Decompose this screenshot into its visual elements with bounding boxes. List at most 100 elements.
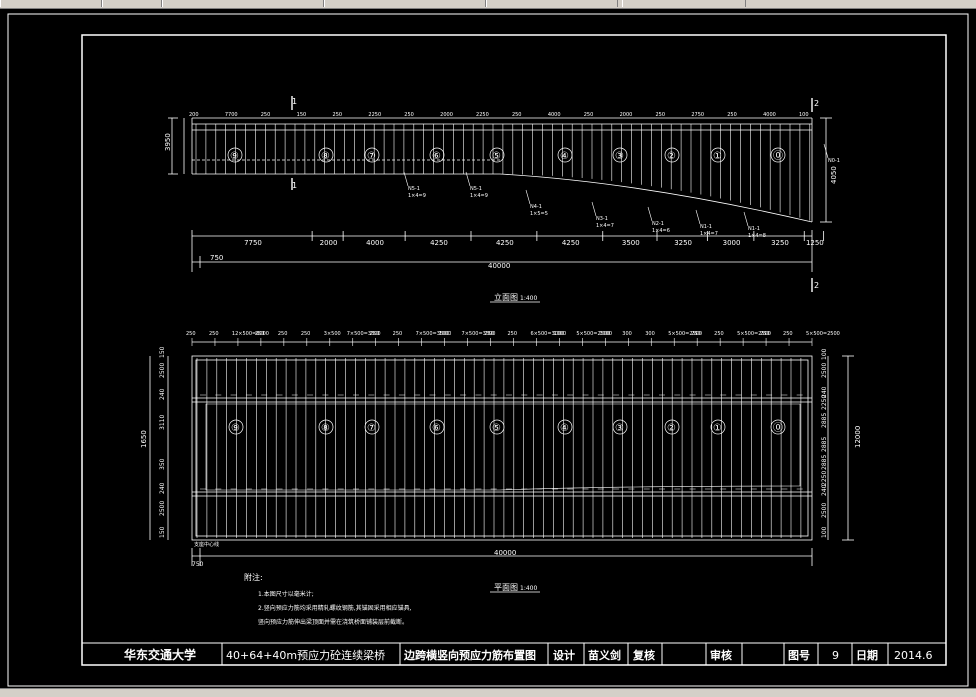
section-marker: [664, 147, 680, 163]
elevation-bottom-dim: 4250: [430, 239, 448, 247]
elevation-top-dim: 250: [727, 112, 737, 118]
tendon-tag-count: 1×4=7: [700, 231, 718, 237]
elevation-section-label: ⑧: [321, 151, 330, 162]
leader-line: [403, 171, 409, 187]
plan-right-dim: 240: [821, 484, 828, 496]
plan-section-label: ①: [713, 423, 722, 434]
elevation-view: [168, 96, 832, 303]
note-line: 2.竖向预应力筋均采用精轧螺纹钢筋,其锚固采用相应锚具,: [258, 604, 412, 612]
plan-top-dim: 250: [783, 331, 793, 337]
application-bottom-strip: [0, 688, 976, 697]
elevation-bottom-dim: 3250: [771, 239, 789, 247]
plan-section-marker: [664, 419, 680, 435]
plan-top-dim: 1000: [553, 331, 566, 337]
plan-top-dim: 250: [370, 331, 380, 337]
elevation-section-label: ⑦: [367, 151, 376, 162]
toolbar-segment[interactable]: [102, 0, 162, 7]
plan-top-dim: 1000: [599, 331, 612, 337]
elevation-bottom-dim: 4250: [496, 239, 514, 247]
plan-right-dim: 2885: [821, 413, 828, 428]
plan-top-dim: 250: [393, 331, 403, 337]
elevation-top-dim: 250: [333, 112, 343, 118]
plan-top-dim: 1000: [439, 331, 452, 337]
plan-section-marker: [228, 419, 244, 435]
plan-section-label: ⑥: [432, 423, 441, 434]
plan-left-dim: 150: [159, 526, 166, 538]
title-number: 9: [832, 649, 839, 662]
tendon-tag-count: 1×4=9: [470, 193, 488, 199]
elevation-height-right: 4050: [830, 166, 838, 184]
title-designer: 苗义剑: [588, 648, 621, 662]
plan-right-dim: 2885: [821, 455, 828, 470]
section-marker: [429, 147, 445, 163]
elevation-top-dim: 200: [189, 112, 199, 118]
tendon-tag-name: N5-1: [408, 186, 420, 192]
plan-top-dim: 5×500=2500: [576, 331, 610, 337]
plan-top-dim: 250: [507, 331, 517, 337]
elevation-section-label: ①: [713, 151, 722, 162]
tendon-tag-name: N3-1: [596, 216, 608, 222]
elevation-section-label: ④: [560, 151, 569, 162]
title-date: 2014.6: [894, 649, 933, 662]
section-cut-label: 1: [292, 181, 297, 190]
plan-section-label: ⑧: [321, 423, 330, 434]
drawing-outer-border: [7, 13, 969, 687]
section-marker: [318, 147, 334, 163]
leader-line: [743, 211, 749, 227]
plan-offset-dim: 750: [192, 561, 204, 568]
elevation-top-dim: 250: [261, 112, 271, 118]
application-top-strip: [0, 0, 976, 9]
plan-section-label: ③: [615, 423, 624, 434]
toolbar-segment[interactable]: [486, 0, 618, 7]
tendon-tag-name: N1-1: [748, 226, 760, 232]
plan-top-dim: 250: [691, 331, 701, 337]
plan-section-label: ④: [560, 423, 569, 434]
section-marker: [612, 147, 628, 163]
title-drawing-name: 边跨横竖向预应力筋布置图: [403, 648, 536, 662]
elevation-title: 立面图: [494, 292, 518, 302]
plan-title: 平面图: [494, 583, 518, 592]
elevation-bottom-dim: 1250: [806, 239, 824, 247]
elevation-top-dim: 250: [404, 112, 414, 118]
plan-top-dim: 5×500=2500: [737, 331, 771, 337]
plan-section-marker: [612, 419, 628, 435]
plan-right-dim: 2500: [821, 503, 828, 518]
elevation-bottom-dim: 7750: [244, 239, 262, 247]
plan-left-dim: 3110: [159, 415, 166, 430]
tendon-tag-name: N4-1: [530, 204, 542, 210]
elevation-bottom-dim: 3250: [674, 239, 692, 247]
elevation-section-label: ⑤: [492, 151, 501, 162]
elevation-height-left: 3950: [164, 133, 172, 151]
elevation-bottom-dim: 2000: [320, 239, 338, 247]
title-review-label: 复核: [632, 648, 655, 662]
plan-right-dim: 2250: [821, 471, 828, 486]
section-marker: [710, 147, 726, 163]
plan-top-dim: 300: [622, 331, 632, 337]
elevation-top-dim: 2250: [368, 112, 381, 118]
elevation-section-label: ⑨: [230, 151, 239, 162]
title-block: [81, 642, 947, 666]
toolbar-segment[interactable]: [162, 0, 324, 7]
section-cut-label: 2: [814, 99, 819, 108]
drawing-frame: [81, 34, 947, 666]
leader-line: [823, 143, 829, 159]
toolbar-segment[interactable]: [0, 0, 102, 7]
plan-top-dim: 3×500: [324, 331, 341, 337]
plan-section-marker: [364, 419, 380, 435]
elevation-section-label: ②: [667, 151, 676, 162]
note-line: 竖向预应力筋伸出梁顶面并需在浇筑桥面铺装层前截断。: [258, 618, 408, 626]
elevation-top-dim: 250: [512, 112, 522, 118]
plan-top-dim: 7×500=3500: [462, 331, 496, 337]
plan-top-dim: 6×500=3000: [530, 331, 564, 337]
elevation-bottom-dim: 3500: [622, 239, 640, 247]
plan-view: [149, 338, 854, 593]
toolbar-segment[interactable]: [622, 0, 746, 7]
elevation-top-dim: 4000: [763, 112, 776, 118]
plan-left-dim: 150: [159, 346, 166, 358]
elevation-top-dim: 150: [297, 112, 307, 118]
elevation-section-label: ⓪: [773, 150, 783, 162]
section-cut-label: 2: [814, 281, 819, 290]
toolbar-segment[interactable]: [324, 0, 486, 7]
plan-top-dim: 250: [714, 331, 724, 337]
